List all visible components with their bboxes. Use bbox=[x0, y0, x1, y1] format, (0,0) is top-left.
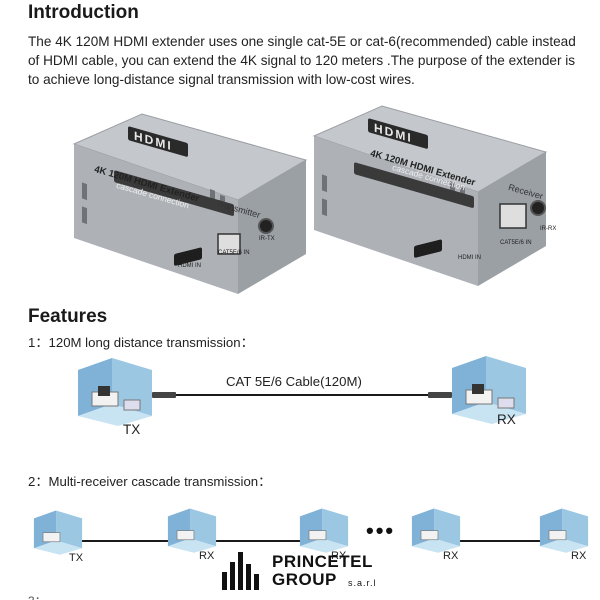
cascade-cable-line bbox=[80, 540, 550, 542]
feature-item-3: 3：... bbox=[28, 592, 57, 600]
cascade-room-rx-1 bbox=[167, 508, 217, 553]
cascade-room-rx-3 bbox=[411, 508, 461, 553]
cascade-label-rx-1: RX bbox=[199, 550, 215, 562]
diagram1-tx-label: TX bbox=[123, 422, 141, 437]
cascade-room-tx bbox=[33, 510, 83, 555]
cascade-label-rx-2: RX bbox=[331, 550, 347, 562]
tx-room-illustration bbox=[78, 358, 152, 426]
tx-port-ir-label: IR-TX bbox=[259, 236, 275, 242]
features-heading: Features bbox=[28, 306, 108, 327]
cascade-ellipsis: ••• bbox=[366, 518, 396, 543]
rx-room-illustration bbox=[452, 356, 526, 424]
cascade-label-rx-3: RX bbox=[443, 550, 459, 562]
cascade-label-rx-4: RX bbox=[571, 550, 587, 562]
cascade-room-rx-2 bbox=[299, 508, 349, 553]
receiver-device bbox=[312, 105, 548, 286]
signal-bars-icon bbox=[222, 552, 259, 590]
cat-cable-line bbox=[152, 392, 452, 398]
brand-suffix: s.a.r.l bbox=[348, 578, 377, 588]
cascade-label-tx: TX bbox=[69, 552, 84, 564]
cascade-room-rx-4 bbox=[539, 508, 589, 553]
feature-item-1: 1：120M long distance transmission： bbox=[28, 335, 254, 350]
tx-port-cat-label: CAT5E/6 IN bbox=[218, 250, 250, 256]
brand-group: GROUP bbox=[272, 570, 337, 589]
rx-port-cat-label: CAT5E/6 IN bbox=[500, 240, 532, 246]
diagram1-rx-label: RX bbox=[497, 412, 516, 427]
tx-port-hdmi-label: HDMI IN bbox=[178, 263, 201, 269]
princetel-logo: PRINCETEL GROUP s.a.r.l bbox=[220, 548, 420, 594]
cable-label: CAT 5E/6 Cable(120M) bbox=[226, 374, 362, 389]
intro-heading: Introduction bbox=[28, 2, 139, 23]
intro-paragraph: The 4K 120M HDMI extender uses one singl… bbox=[28, 34, 576, 87]
transmitter-device bbox=[72, 113, 308, 294]
brand-name: PRINCETEL bbox=[272, 552, 373, 571]
rx-port-hdmi-label: HDMI IN bbox=[458, 255, 481, 261]
feature-item-2: 2：Multi-receiver cascade transmission： bbox=[28, 474, 272, 489]
rx-port-ir-label: IR-RX bbox=[540, 226, 557, 232]
